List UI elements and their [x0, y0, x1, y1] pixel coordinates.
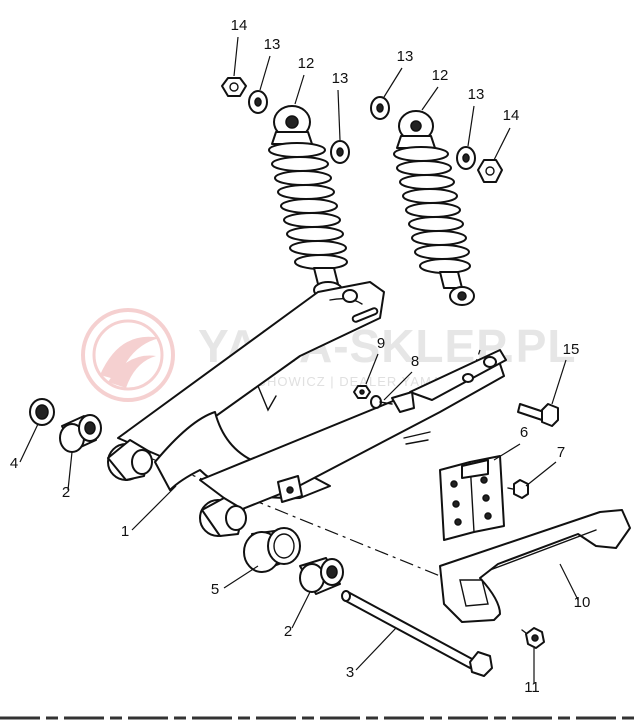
- shock-absorber-left-12: [268, 105, 348, 299]
- callout-12: 12: [432, 67, 449, 84]
- callout-2: 2: [284, 623, 292, 640]
- callout-1: 1: [121, 523, 129, 540]
- bracket-plate-6: [439, 455, 505, 541]
- nut-9: [353, 385, 371, 399]
- bolt-8: [370, 395, 393, 409]
- callout-14: 14: [503, 107, 520, 124]
- callout-2: 2: [62, 484, 70, 501]
- callout-5: 5: [211, 581, 219, 598]
- callout-12: 12: [298, 55, 315, 72]
- nut-left-14: [221, 77, 247, 97]
- axle-bolt-3: [341, 590, 493, 677]
- callout-14: 14: [231, 17, 248, 34]
- callout-8: 8: [411, 353, 419, 370]
- washer-right-13c: [370, 96, 390, 120]
- callout-13: 13: [468, 86, 485, 103]
- bushing-5: [243, 527, 301, 573]
- washer-left-13a: [248, 90, 268, 114]
- pivot-boss-left: [107, 439, 153, 481]
- bolt-7: [507, 479, 529, 499]
- swing-arm-1: [117, 281, 507, 511]
- washer-left-13b: [330, 140, 350, 164]
- callout-7: 7: [557, 444, 565, 461]
- bolt-15: [517, 403, 559, 427]
- callout-9: 9: [377, 335, 385, 352]
- callout-4: 4: [10, 455, 18, 472]
- callout-13: 13: [332, 70, 349, 87]
- bushing-2-upper: [59, 414, 102, 453]
- callout-13: 13: [397, 48, 414, 65]
- shock-absorber-right-12: [393, 110, 475, 306]
- leader-lines: [19, 36, 579, 684]
- bolt-11: [521, 627, 545, 649]
- callout-10: 10: [574, 594, 591, 611]
- cap-4: [29, 398, 55, 426]
- brace-10: [439, 509, 631, 623]
- callout-13: 13: [264, 36, 281, 53]
- nut-right-14: [477, 159, 503, 183]
- pivot-boss-right: [199, 497, 247, 537]
- washer-right-13d: [456, 146, 476, 170]
- callout-3: 3: [346, 664, 354, 681]
- callout-11: 11: [524, 679, 540, 696]
- callout-6: 6: [520, 424, 528, 441]
- watermark-logo: [81, 308, 175, 402]
- bushing-2-lower: [299, 557, 344, 595]
- callout-15: 15: [563, 341, 580, 358]
